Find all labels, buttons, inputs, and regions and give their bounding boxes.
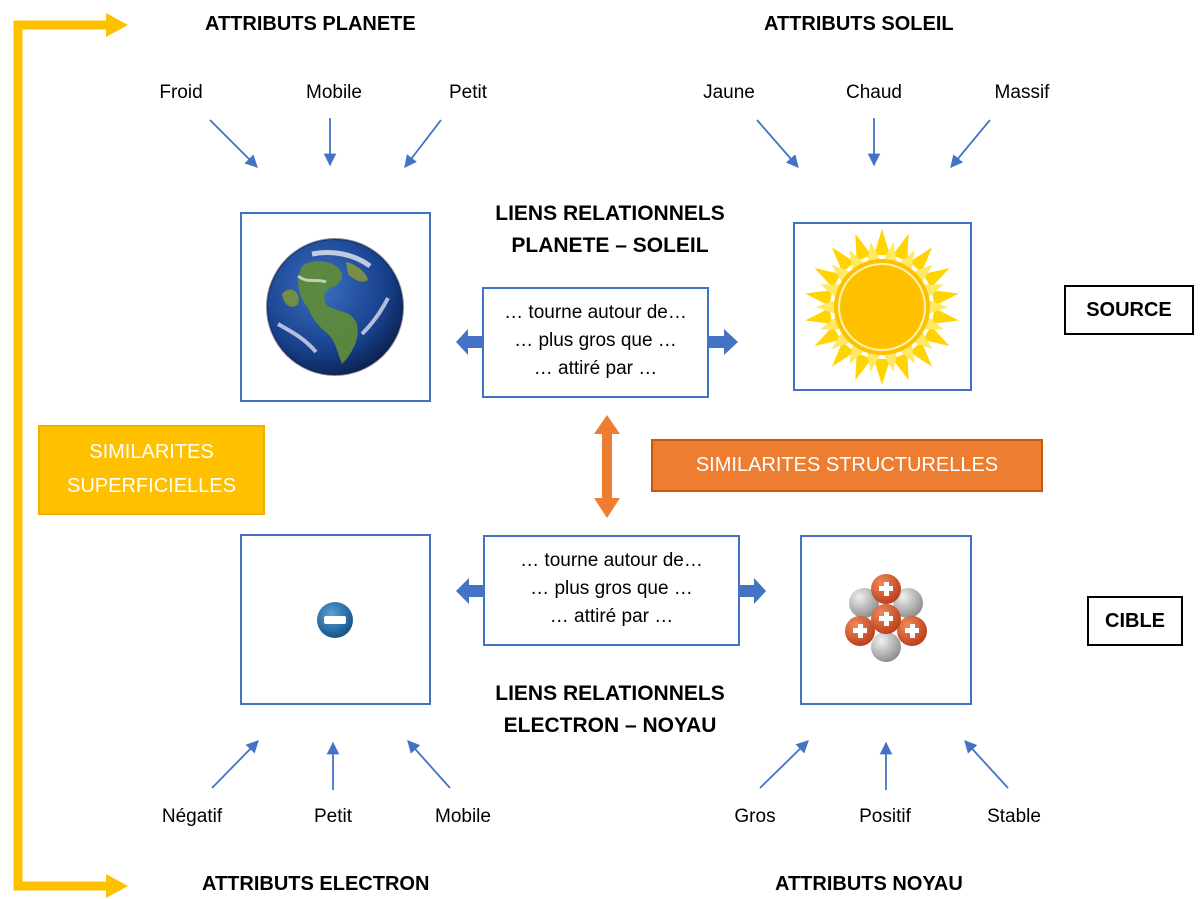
superficial-similarities-label: SIMILARITES SUPERFICIELLES bbox=[38, 425, 265, 515]
relation-arrows bbox=[456, 329, 766, 604]
sun-icon bbox=[805, 229, 959, 385]
sun-attribute: Jaune bbox=[703, 82, 755, 103]
relation-item: … plus gros que … bbox=[530, 578, 693, 599]
planet-attribute-arrows bbox=[209, 118, 442, 169]
planet-attribute: Froid bbox=[159, 82, 203, 103]
source-links-title-line2: PLANETE – SOLEIL bbox=[511, 234, 709, 257]
nucleus-attribute-arrows bbox=[759, 740, 1009, 790]
target-links-title-line2: ELECTRON – NOYAU bbox=[503, 714, 717, 737]
nucleus-image-box bbox=[800, 535, 972, 705]
nucleus-attribute: Stable bbox=[987, 806, 1041, 827]
nucleus-attribute: Gros bbox=[734, 806, 776, 827]
sun-attributes-title: ATTRIBUTS SOLEIL bbox=[764, 13, 954, 35]
planet-attribute: Mobile bbox=[306, 82, 362, 103]
target-tag: CIBLE bbox=[1087, 596, 1183, 646]
electron-image-box bbox=[240, 534, 431, 705]
sun-attribute: Massif bbox=[994, 82, 1050, 103]
electron-attributes-title: ATTRIBUTS ELECTRON bbox=[202, 873, 430, 895]
planet-attributes-title: ATTRIBUTS PLANETE bbox=[205, 13, 416, 35]
source-links-title-line1: LIENS RELATIONNELS bbox=[495, 202, 725, 225]
sun-image-box bbox=[793, 222, 972, 391]
electron-minus-icon bbox=[317, 602, 353, 638]
relation-item: … tourne autour de… bbox=[520, 550, 703, 571]
relation-item: … tourne autour de… bbox=[504, 302, 687, 323]
planet-attribute: Petit bbox=[448, 82, 488, 103]
structural-double-arrow bbox=[594, 415, 620, 518]
target-relations-box: … tourne autour de… … plus gros que … … … bbox=[483, 535, 740, 646]
electron-attribute-arrows bbox=[211, 740, 451, 790]
target-links-title-line1: LIENS RELATIONNELS bbox=[495, 682, 725, 705]
planet-image-box bbox=[240, 212, 431, 402]
sun-attribute-arrows bbox=[756, 118, 991, 168]
nucleus-attributes-title: ATTRIBUTS NOYAU bbox=[775, 873, 963, 895]
nucleus-icon bbox=[845, 574, 927, 662]
superficial-similarities-line2: SUPERFICIELLES bbox=[67, 475, 236, 497]
structural-similarities-label: SIMILARITES STRUCTURELLES bbox=[651, 439, 1043, 492]
superficial-bracket-arrow bbox=[13, 13, 128, 898]
electron-attribute: Mobile bbox=[435, 806, 491, 827]
source-tag: SOURCE bbox=[1064, 285, 1194, 335]
electron-attribute: Négatif bbox=[161, 806, 223, 827]
nucleus-attribute: Positif bbox=[859, 806, 911, 827]
electron-attribute: Petit bbox=[313, 806, 353, 827]
source-relations-box: … tourne autour de… … plus gros que … … … bbox=[482, 287, 709, 398]
relation-item: … plus gros que … bbox=[514, 330, 677, 351]
source-links-title: LIENS RELATIONNELS PLANETE – SOLEIL bbox=[450, 198, 770, 262]
relation-item: … attiré par … bbox=[549, 606, 674, 627]
sun-attribute: Chaud bbox=[846, 82, 902, 103]
target-links-title: LIENS RELATIONNELS ELECTRON – NOYAU bbox=[450, 678, 770, 742]
relation-item: … attiré par … bbox=[533, 358, 658, 379]
superficial-similarities-line1: SIMILARITES bbox=[89, 441, 214, 463]
earth-globe-icon bbox=[266, 238, 404, 376]
